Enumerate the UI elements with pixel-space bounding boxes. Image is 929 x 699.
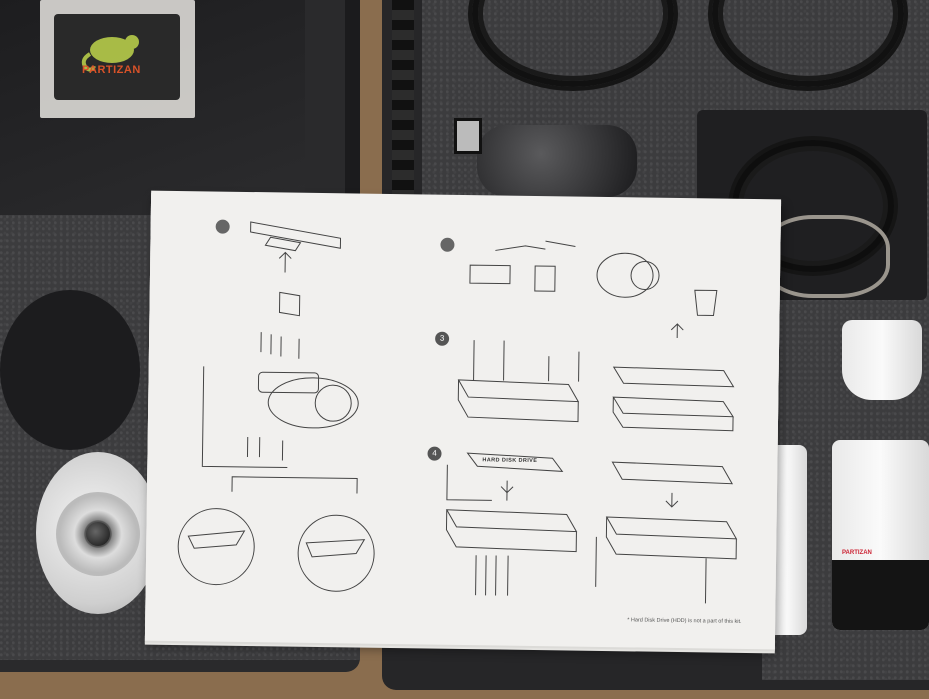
bracket-mount-illustration (177, 219, 375, 592)
dome-camera-lens (86, 522, 110, 546)
installation-manual-sheet: 3 4 HARD DISK DRIVE * Hard Disk Drive (H… (144, 190, 782, 650)
brand-sticker-print: PARTIZAN (54, 14, 180, 100)
dome-camera-ir-ring (56, 492, 140, 576)
bullet-camera-brand: PARTIZAN (842, 550, 872, 556)
usb-connector (454, 118, 482, 154)
sticker-brand-text: PARTIZAN (82, 64, 141, 76)
power-adapter-bag (477, 125, 637, 197)
foam-hinge-strip (345, 0, 360, 215)
bullet-camera-mount (842, 320, 922, 400)
cable-connect-illustration (440, 237, 718, 316)
dvr-open-illustration (457, 323, 735, 432)
manual-illustrations (177, 219, 738, 604)
step-3-badge: 3 (435, 331, 450, 346)
dome-camera (36, 452, 160, 614)
hinge (392, 0, 414, 215)
foam-left-pocket (0, 290, 140, 450)
hdd-install-illustration (445, 452, 738, 604)
step-4-badge: 4 (427, 446, 442, 461)
chameleon-logo-icon (81, 35, 139, 72)
bullet-camera-body: PARTIZAN (832, 440, 929, 630)
bullet-camera-sunshield (832, 560, 929, 630)
hdd-label: HARD DISK DRIVE (482, 457, 538, 465)
grey-cable-bundle (762, 215, 890, 298)
brand-sticker: PARTIZAN (40, 0, 195, 118)
